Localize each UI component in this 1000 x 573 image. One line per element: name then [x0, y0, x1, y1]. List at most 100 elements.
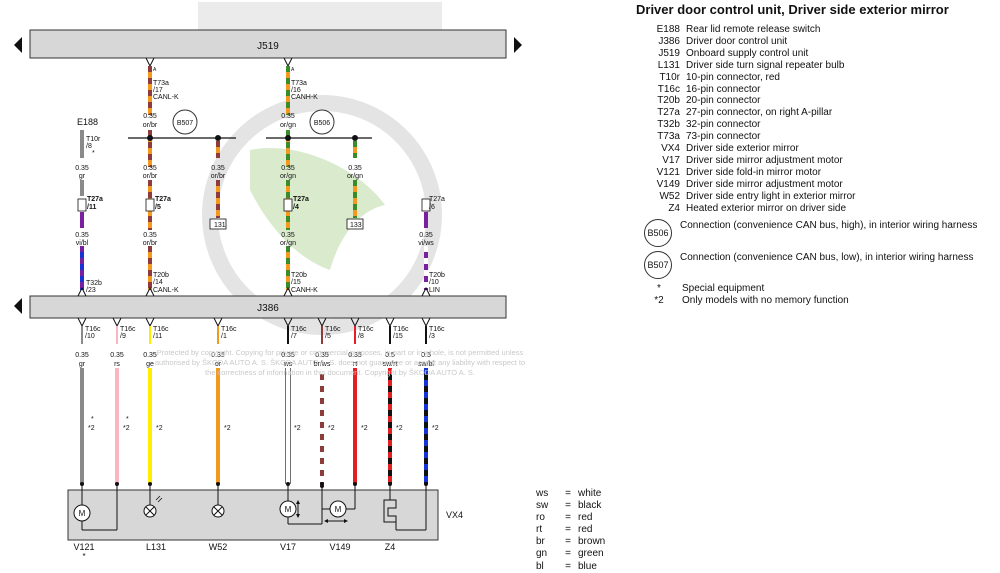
- color-abbr: sw: [536, 500, 549, 512]
- canh-pin3: /15: [291, 279, 301, 286]
- connection-circle: B507: [644, 250, 672, 279]
- canl-color3: or/br: [143, 240, 158, 247]
- wire-canl: A: [145, 57, 157, 297]
- color-name: brown: [578, 536, 606, 548]
- lower-wire-pin: /3: [429, 333, 435, 340]
- j386-label: J386: [257, 303, 279, 314]
- vx4-label: VX4: [446, 510, 463, 520]
- connection-desc: Connection (convenience CAN bus, high), …: [680, 219, 978, 231]
- canh-conn2: T27a: [293, 196, 309, 203]
- canh-color3: or/gn: [280, 240, 296, 247]
- legend-code: T10r: [659, 71, 680, 83]
- legend-code: V149: [656, 178, 680, 190]
- legend-desc: Driver side entry light in exterior mirr…: [686, 190, 856, 202]
- legend-desc: Driver door control unit: [686, 35, 788, 47]
- wire-lin: [421, 198, 431, 297]
- color-abbr: br: [536, 536, 545, 548]
- color-key-row: ws=white: [536, 488, 605, 500]
- legend-code: V121: [656, 166, 680, 178]
- lower-wire-note: *2: [88, 425, 95, 432]
- lower-wire-gauge: 0.35: [315, 352, 329, 359]
- copyright-watermark: Protected by copyright. Copying for priv…: [154, 348, 526, 377]
- legend-desc: 20-pin connector: [686, 95, 761, 107]
- legend-desc: Rear lid remote release switch: [686, 24, 821, 35]
- right-arrow-icon: [514, 37, 522, 53]
- legend-code: J519: [658, 47, 680, 59]
- canh-color1: or/gn: [280, 122, 296, 129]
- box-133-label: 133: [350, 222, 362, 229]
- canh-gauge3: 0.35: [281, 232, 295, 239]
- wire-e188: [77, 130, 87, 297]
- vx4-box: [67, 489, 439, 541]
- lower-wire-note: *2: [224, 425, 231, 432]
- color-name: red: [578, 524, 593, 536]
- legend-desc: Onboard supply control unit: [686, 47, 809, 59]
- color-key-row: sw=black: [536, 500, 605, 512]
- l131-bulb-icon: [143, 484, 163, 518]
- special-desc: Special equipment: [682, 282, 765, 294]
- z4-label: Z4: [385, 542, 396, 552]
- lower-wire: [77, 317, 87, 486]
- legend-desc: 32-pin connector: [686, 119, 761, 131]
- lower-wires: T16c/100.35gr*2*T16c/90.35rs*2*T16c/110.…: [75, 317, 445, 486]
- lower-wire-star: *: [126, 416, 129, 423]
- lower-wire-note: *2: [156, 425, 163, 432]
- lower-wire-pin: /9: [120, 333, 126, 340]
- lower-wire: [213, 317, 223, 486]
- lower-wire-pin: /8: [358, 333, 364, 340]
- e188-label: E188: [77, 117, 98, 127]
- e188-pin2: /11: [87, 204, 96, 211]
- svg-text:M: M: [285, 505, 292, 514]
- legend-desc: 10-pin connector, red: [686, 71, 780, 83]
- color-name: blue: [578, 560, 597, 572]
- lower-wire-pin: /15: [393, 333, 403, 340]
- color-name: green: [578, 548, 604, 560]
- e188-pin0: /8: [86, 143, 92, 150]
- canl-conn2: T27a: [155, 196, 171, 203]
- svg-text:A: A: [291, 67, 295, 73]
- canh-conn1: T73a: [291, 80, 307, 87]
- color-eq: =: [565, 560, 571, 572]
- legend-code: Z4: [668, 202, 680, 214]
- wire-canh: A: [283, 57, 295, 297]
- lower-wire: [385, 317, 395, 486]
- lower-wire-conn: T16c: [120, 326, 136, 333]
- v17-motor-icon: M: [279, 484, 324, 525]
- v121-star: *: [82, 552, 85, 561]
- lower-wire-gauge: 0.35: [211, 352, 225, 359]
- lower-wire-conn: T16c: [85, 326, 101, 333]
- legend-desc: Driver side turn signal repeater bulb: [686, 59, 845, 71]
- w52-label: W52: [209, 542, 228, 552]
- b506-label: B506: [314, 120, 330, 127]
- l131-label: L131: [146, 542, 166, 552]
- color-name: white: [578, 488, 602, 499]
- legend-code: T32b: [657, 119, 680, 131]
- legend-code: VX4: [661, 143, 680, 155]
- e188-pin3: /23: [86, 287, 96, 294]
- left-arrow-icon: [14, 37, 22, 53]
- legend-code: T27a: [657, 107, 680, 119]
- lower-wire-conn: T16c: [325, 326, 341, 333]
- legend-row: Z4 Heated exterior mirror on driver side: [642, 203, 992, 215]
- lin-pin2: /6: [429, 204, 435, 211]
- canh-gauge2: 0.35: [281, 165, 295, 172]
- branch-131: [128, 135, 236, 230]
- lower-wire-pin: /1: [221, 333, 227, 340]
- legend-desc: Heated exterior mirror on driver side: [686, 202, 847, 214]
- canl-color1: or/br: [143, 122, 158, 129]
- e188-conn3: T32b: [86, 280, 102, 287]
- canh-pin2: /4: [293, 204, 299, 211]
- color-abbr: bl: [536, 560, 544, 572]
- j519-label: J519: [257, 41, 279, 52]
